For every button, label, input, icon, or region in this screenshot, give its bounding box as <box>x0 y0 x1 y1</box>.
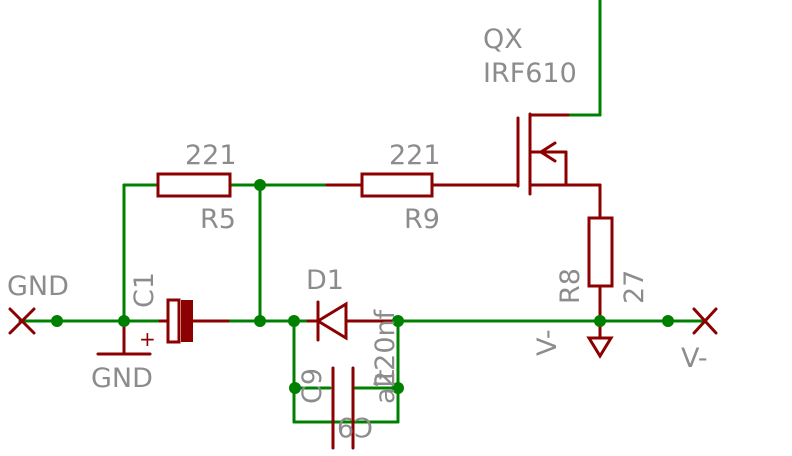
label-c9-alt: alt <box>370 369 401 404</box>
capacitor-c1[interactable] <box>158 298 230 344</box>
label-gnd-bottom: GND <box>91 363 153 394</box>
capacitor-c9[interactable] <box>331 366 355 450</box>
label-r9-value: 221 <box>389 140 441 171</box>
junction-dot <box>392 315 404 327</box>
junction-dot <box>288 315 300 327</box>
label-c9-value: 220nf <box>370 308 401 388</box>
diode-d1[interactable] <box>306 300 397 342</box>
label-transistor-name: QX <box>483 24 523 55</box>
label-d1: D1 <box>306 265 344 296</box>
label-r8-name: R8 <box>555 268 586 304</box>
vminus-port-right[interactable] <box>692 307 718 335</box>
label-r8-value: 27 <box>619 270 650 304</box>
label-vminus-port: V- <box>681 343 708 374</box>
mosfet-qx[interactable] <box>516 112 602 220</box>
label-r5-name: R5 <box>200 204 236 235</box>
junction-dot <box>662 315 674 327</box>
label-vminus-net: V- <box>532 329 563 356</box>
resistor-r5[interactable] <box>156 172 232 198</box>
resistor-r8[interactable] <box>587 216 614 323</box>
label-c9-ghost: C9 <box>337 411 373 442</box>
label-gnd-left: GND <box>7 271 69 302</box>
label-c9-name: C9 <box>297 368 328 404</box>
junction-dot <box>254 179 266 191</box>
resistor-r9[interactable] <box>325 172 520 198</box>
junction-dot <box>289 382 301 394</box>
junctions <box>51 179 674 394</box>
labels: GND GND C1 + 221 R5 221 R9 QX IRF610 R8 … <box>7 24 708 442</box>
junction-dot <box>594 315 606 327</box>
junction-dot <box>392 382 404 394</box>
junction-dot <box>254 315 266 327</box>
label-c1-plus: + <box>139 327 156 351</box>
label-r9-name: R9 <box>404 204 440 235</box>
junction-dot <box>51 315 63 327</box>
label-r5-value: 221 <box>185 140 237 171</box>
gnd-port-left[interactable] <box>8 307 36 335</box>
label-c1: C1 <box>129 272 160 308</box>
wires <box>18 0 707 424</box>
label-transistor-part: IRF610 <box>483 58 577 89</box>
junction-dot <box>118 315 130 327</box>
